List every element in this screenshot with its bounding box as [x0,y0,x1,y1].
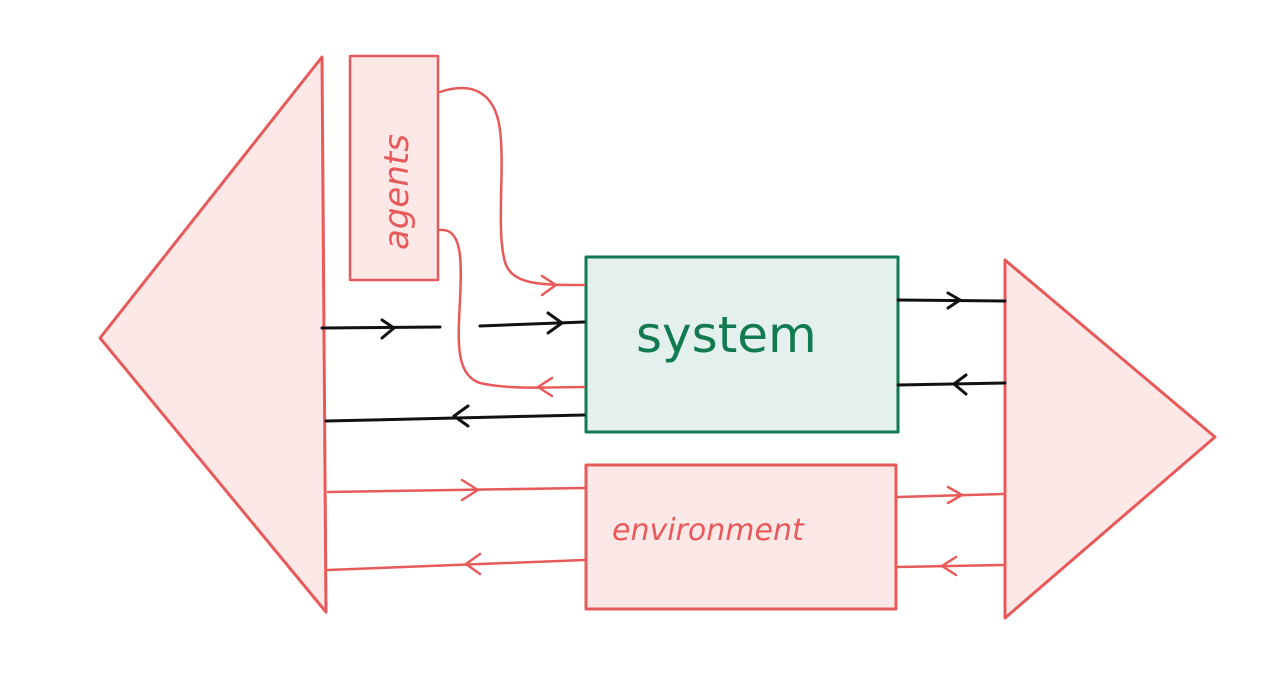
black-arrow-system-out [896,298,1007,303]
arrowhead-left [940,555,958,577]
environment-label: environment [612,513,805,548]
arrowhead-right [540,274,558,297]
arrowhead-right [460,478,480,502]
system-label: system [636,306,817,364]
arrowhead-right [380,318,396,340]
arrowhead-left [952,373,968,396]
arrowhead-left [452,404,470,428]
arrowhead-left [536,376,554,398]
red-arrow-environment-out [896,492,1005,499]
system-to-agents-curve [438,228,586,389]
black-arrow-to-system [320,320,586,330]
agents-to-system-curve [438,86,586,287]
system-box [584,255,900,434]
red-arrow-from-environment [326,558,586,572]
agents-label: agents [377,134,417,250]
arrowhead-left [464,552,482,576]
arrowhead-right [946,291,962,310]
environment-box [584,463,898,611]
red-arrow-to-environment [326,486,586,494]
black-arrow-system-in [896,381,1007,387]
right-triangle [1003,258,1217,620]
arrowhead-right [546,311,564,335]
arrowhead-right [946,485,964,505]
left-triangle [98,55,328,614]
red-arrow-environment-in [896,563,1005,569]
agents-box [348,54,440,282]
